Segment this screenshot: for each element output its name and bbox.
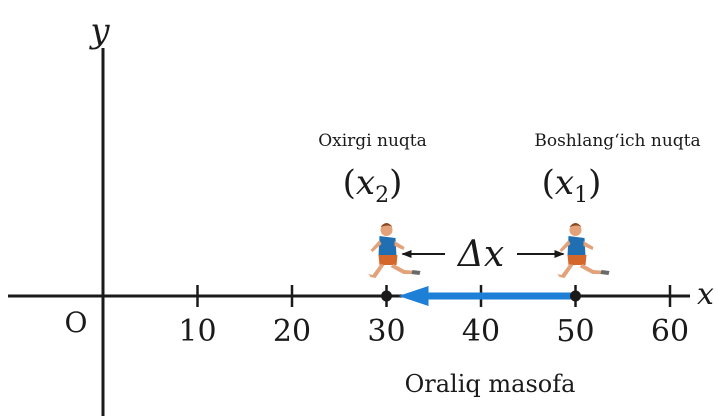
initial-point-symbol: (x1) [542, 163, 602, 208]
distance-label: Oraliq masofa [405, 370, 576, 398]
initial-point-marker [570, 290, 581, 302]
initial-symbol-subscript: 1 [574, 183, 588, 208]
final-point-marker [381, 290, 392, 302]
tick-label-50: 50 [556, 314, 594, 349]
final-point-caption: Oxirgi nuqta [318, 131, 427, 151]
displacement-label: Δx [456, 234, 504, 275]
y-axis-label: y [88, 11, 110, 51]
initial-symbol-letter: x [555, 163, 574, 203]
final-point-symbol: (x2) [343, 163, 403, 208]
x-axis-ticks: 10 20 30 40 50 60 [178, 285, 689, 349]
final-symbol-letter: x [356, 163, 375, 203]
tick-label-30: 30 [367, 314, 405, 349]
x-axis-label: x [697, 277, 714, 312]
runner-initial-icon [557, 223, 610, 278]
runner-final-icon [368, 223, 421, 278]
tick-label-60: 60 [651, 314, 689, 349]
final-symbol-subscript: 2 [375, 183, 389, 208]
tick-label-10: 10 [178, 314, 216, 349]
tick-label-20: 20 [273, 314, 311, 349]
tick-label-40: 40 [462, 314, 500, 349]
origin-label: O [65, 306, 88, 339]
initial-point-caption: Boshlang‘ich nuqta [534, 131, 700, 151]
displacement-arrow-head [398, 286, 429, 306]
